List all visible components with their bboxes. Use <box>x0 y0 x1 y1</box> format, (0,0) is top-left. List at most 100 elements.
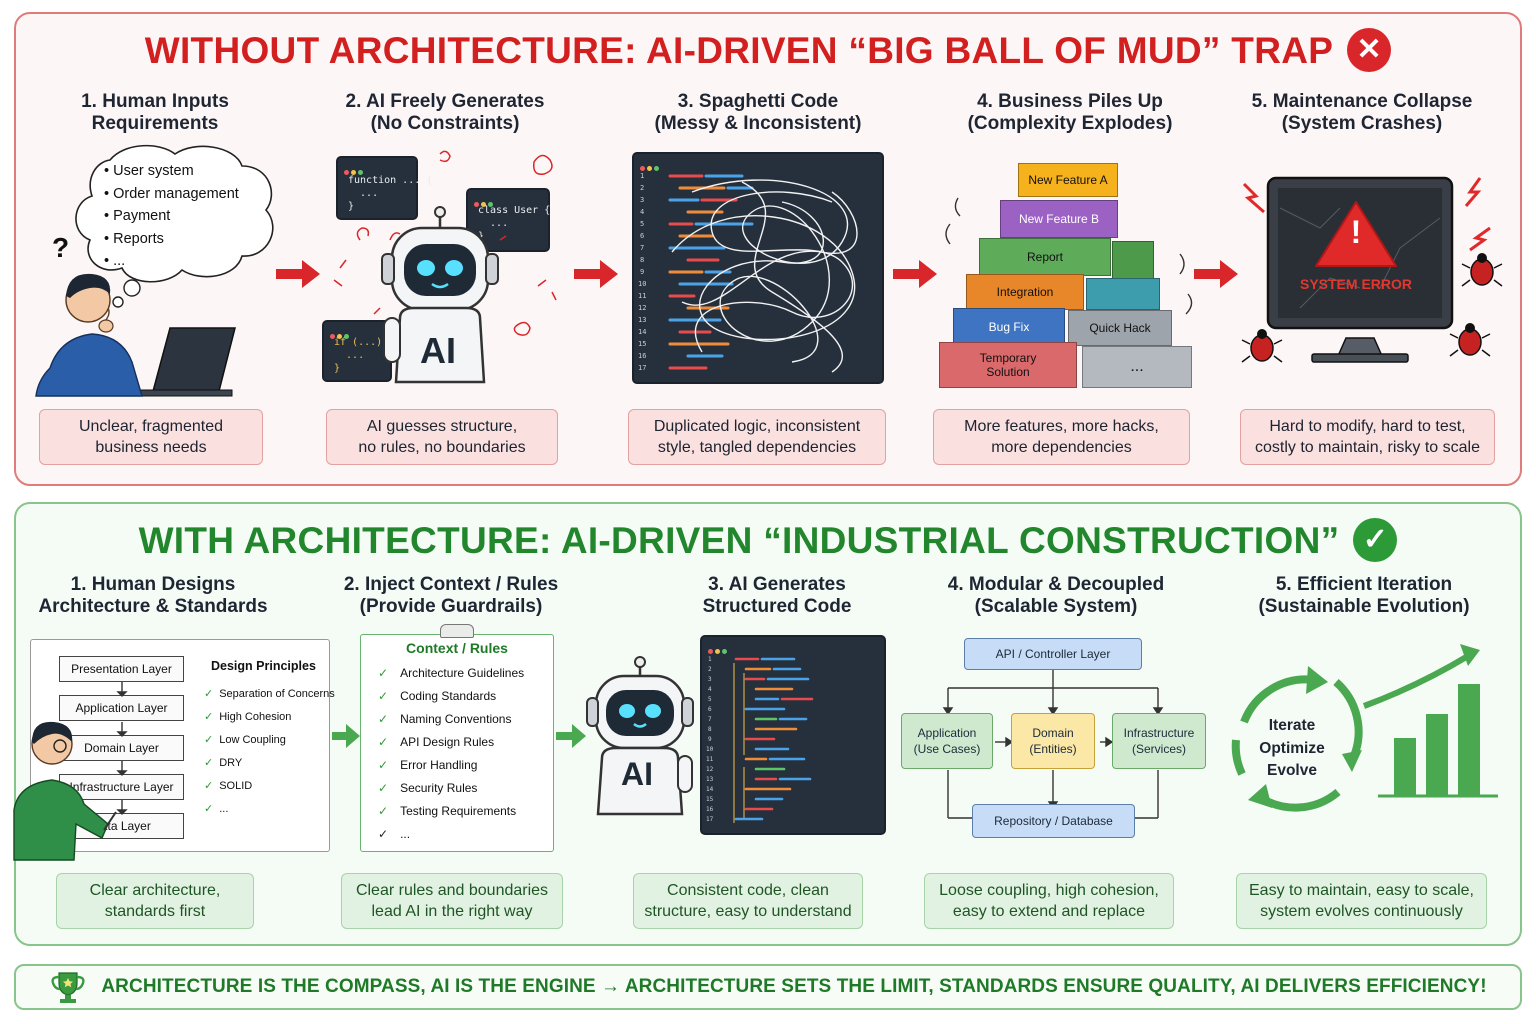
svg-text:11: 11 <box>638 292 646 300</box>
requirements-bubble: • User system • Order management • Payme… <box>104 160 239 273</box>
robot-ai-label-structured: AI <box>621 756 653 792</box>
confused-person-illustration <box>35 144 274 397</box>
bubble-item: • User system <box>104 163 194 179</box>
good-step-4-title: 4. Modular & Decoupled(Scalable System) <box>906 574 1206 618</box>
cycle-optimize: Optimize <box>1259 739 1325 757</box>
bad-step-1-caption: Unclear, fragmented business needs <box>39 409 263 465</box>
svg-text:2: 2 <box>640 184 644 192</box>
svg-text:10: 10 <box>638 280 646 288</box>
with-architecture-title-text: WITH ARCHITECTURE: AI-DRIVEN “INDUSTRIAL… <box>138 520 1340 561</box>
bad-step-3-line1: 3. Spaghetti Code <box>677 91 839 112</box>
footer-text: ARCHITECTURE IS THE COMPASS, AI IS THE E… <box>101 976 1487 997</box>
good-step-1-line2: Architecture & Standards <box>38 596 268 617</box>
stack-temporary-solution: Temporary Solution <box>939 342 1077 388</box>
bad-step-4-caption: More features, more hacks, more dependen… <box>933 409 1190 465</box>
svg-text:6: 6 <box>708 706 712 713</box>
layer-presentation: Presentation Layer <box>59 656 184 682</box>
svg-text:4: 4 <box>640 208 644 216</box>
good-step-5-caption: Easy to maintain, easy to scale, system … <box>1236 873 1487 929</box>
bubble-item: • Payment <box>104 208 171 224</box>
without-architecture-title: WITHOUT ARCHITECTURE: AI-DRIVEN “BIG BAL… <box>16 28 1520 73</box>
svg-text:12: 12 <box>638 304 646 312</box>
good-step-2-caption: Clear rules and boundaries lead AI in th… <box>341 873 563 929</box>
module-infrastructure: Infrastructure (Services) <box>1112 713 1206 769</box>
svg-text:7: 7 <box>640 244 644 252</box>
svg-text:5: 5 <box>640 220 644 228</box>
svg-text:3: 3 <box>640 196 644 204</box>
good-step-3-line2: Structured Code <box>702 596 852 617</box>
bad-step-1-line1: 1. Human Inputs <box>81 91 229 112</box>
good-step-2-title: 2. Inject Context / Rules(Provide Guardr… <box>301 574 601 618</box>
module-connectors <box>942 670 1164 819</box>
svg-text:3: 3 <box>708 676 712 683</box>
ai-robot-structured-illustration <box>586 656 694 816</box>
stack-new-feature-a: New Feature A <box>1018 163 1118 197</box>
svg-text:17: 17 <box>706 816 714 823</box>
svg-text:17: 17 <box>638 364 646 372</box>
svg-text:14: 14 <box>638 328 646 336</box>
good-step-3-line1: 3. AI Generates <box>708 574 846 595</box>
good-step-5-title: 5. Efficient Iteration(Sustainable Evolu… <box>1214 574 1514 618</box>
red-arrow-icon <box>276 260 320 288</box>
code-snippet-window: function ... { ... } <box>336 156 432 220</box>
design-principles-list: ✓Separation of Concerns ✓High Cohesion ✓… <box>204 683 335 821</box>
rule-item: ✓Error Handling <box>378 758 478 772</box>
red-arrow-icon <box>893 260 937 288</box>
layer-flow-arrows <box>116 682 128 815</box>
system-error-monitor <box>1241 176 1503 363</box>
bad-step-4-title: 4. Business Piles Up(Complexity Explodes… <box>920 91 1220 135</box>
footer-banner: ARCHITECTURE IS THE COMPASS, AI IS THE E… <box>14 964 1522 1010</box>
svg-text:8: 8 <box>708 726 712 733</box>
code-snippet-text: function ... { ... } <box>348 175 433 212</box>
bubble-item: • ... <box>104 253 126 269</box>
svg-text:4: 4 <box>708 686 712 693</box>
error-exclamation-icon: ! <box>1350 214 1362 250</box>
cycle-iterate: Iterate <box>1268 717 1316 734</box>
svg-text:13: 13 <box>706 776 714 783</box>
svg-text:6: 6 <box>640 232 644 240</box>
ai-robot-illustration <box>381 206 499 384</box>
red-x-icon: ✕ <box>1347 28 1392 73</box>
bad-step-3-caption: Duplicated logic, inconsistent style, ta… <box>628 409 886 465</box>
green-arrow-icon <box>556 724 586 748</box>
svg-text:9: 9 <box>708 736 712 743</box>
stack-filler-teal <box>1086 278 1160 310</box>
green-arrow-icon <box>332 724 360 748</box>
module-repository-database: Repository / Database <box>972 804 1135 838</box>
svg-text:11: 11 <box>706 756 714 763</box>
bad-step-1-line2: Requirements <box>91 113 219 134</box>
rule-item: ✓... <box>378 827 411 841</box>
system-error-label: SYSTEM ERROR <box>1299 276 1412 292</box>
svg-text:8: 8 <box>640 256 644 264</box>
design-principles-title: Design Principles <box>211 659 316 673</box>
bad-step-5-caption: Hard to modify, hard to test, costly to … <box>1240 409 1495 465</box>
bad-step-5-title: 5. Maintenance Collapse(System Crashes) <box>1212 91 1512 135</box>
svg-text:16: 16 <box>706 806 714 813</box>
principle-item: ✓SOLID <box>204 780 253 792</box>
svg-text:2: 2 <box>708 666 712 673</box>
good-step-1-line1: 1. Human Designs <box>70 574 236 595</box>
good-step-4-line1: 4. Modular & Decoupled <box>947 574 1165 595</box>
complexity-pile <box>945 197 1193 315</box>
good-step-2-line2: (Provide Guardrails) <box>359 596 543 617</box>
layer-infrastructure: Infrastructure Layer <box>59 774 184 800</box>
robot-ai-label: AI <box>420 330 456 371</box>
svg-text:5: 5 <box>708 696 712 703</box>
rule-item: ✓Security Rules <box>378 781 478 795</box>
principle-item: ✓... <box>204 803 229 815</box>
stack-ellipsis: ... <box>1082 346 1192 388</box>
bubble-item: • Reports <box>104 230 164 247</box>
svg-text:1: 1 <box>640 172 644 180</box>
bubble-item: • Order management <box>104 185 239 202</box>
good-step-2-line1: 2. Inject Context / Rules <box>343 574 559 595</box>
svg-text:15: 15 <box>706 796 714 803</box>
code-snippet-text: class User { ... } <box>478 205 551 242</box>
rule-item: ✓API Design Rules <box>378 735 495 749</box>
with-architecture-title: WITH ARCHITECTURE: AI-DRIVEN “INDUSTRIAL… <box>16 518 1520 563</box>
good-step-4-caption: Loose coupling, high cohesion, easy to e… <box>924 873 1174 929</box>
bad-step-3-title: 3. Spaghetti Code(Messy & Inconsistent) <box>608 91 908 135</box>
